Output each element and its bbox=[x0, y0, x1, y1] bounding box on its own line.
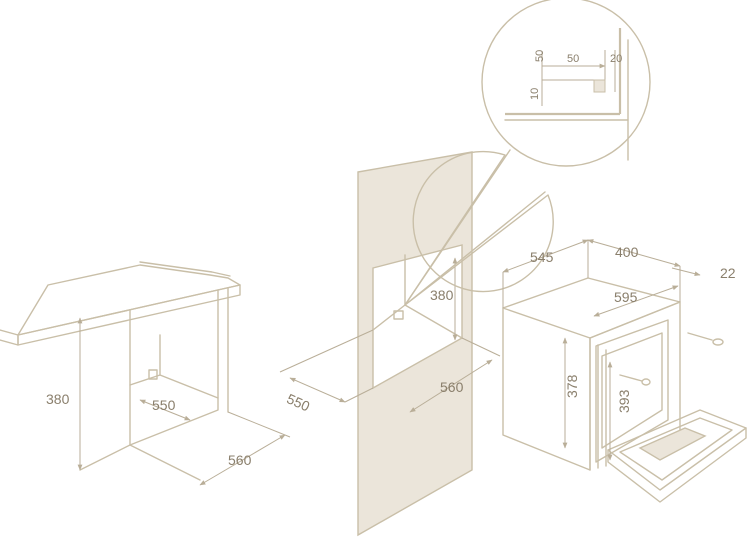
label-mid-height: 380 bbox=[430, 287, 454, 303]
countertop bbox=[17, 264, 241, 336]
dim-oven-door bbox=[671, 267, 701, 277]
dim-left-depth bbox=[139, 399, 191, 421]
oven: 545 400 595 22 378 393 bbox=[502, 239, 747, 503]
cabinet-left-side bbox=[79, 309, 131, 471]
label-mid-width: 560 bbox=[440, 379, 464, 395]
label-left-width: 560 bbox=[228, 452, 252, 468]
dim-left-width bbox=[199, 434, 286, 486]
countertop-edge bbox=[17, 284, 241, 346]
dim-oven-top-width bbox=[587, 239, 681, 267]
dim-mid-depth bbox=[289, 377, 346, 403]
label-mid-depth: 550 bbox=[284, 390, 312, 414]
detail-marker bbox=[393, 310, 404, 320]
label-oven-front-width: 595 bbox=[614, 289, 638, 305]
label-detail-20: 20 bbox=[610, 53, 622, 65]
label-left-depth: 550 bbox=[152, 397, 176, 413]
label-oven-top-width: 400 bbox=[615, 244, 639, 260]
label-oven-door: 22 bbox=[720, 265, 736, 281]
door-window bbox=[638, 427, 707, 461]
label-oven-depth: 545 bbox=[530, 249, 554, 265]
dim-oven-front-width bbox=[593, 285, 679, 317]
label-oven-inner-height: 393 bbox=[616, 389, 632, 413]
label-oven-height: 378 bbox=[564, 374, 580, 398]
dim-oven-depth bbox=[502, 239, 589, 273]
screw-left bbox=[641, 378, 651, 386]
under-counter-cabinet: 380 550 560 bbox=[0, 261, 291, 486]
vent-square bbox=[148, 369, 158, 380]
oven-top bbox=[502, 277, 681, 339]
label-detail-50-vertical: 50 bbox=[534, 50, 546, 62]
label-left-height: 380 bbox=[46, 391, 70, 407]
detail-square bbox=[593, 79, 606, 93]
screw-right bbox=[712, 338, 724, 346]
cabinet-opening-back bbox=[129, 289, 219, 446]
dim-mid-width bbox=[409, 359, 493, 413]
tall-housing-unit: 380 550 560 bbox=[279, 151, 501, 537]
label-detail-50-horizontal: 50 bbox=[567, 53, 579, 65]
label-detail-10: 10 bbox=[529, 88, 541, 100]
